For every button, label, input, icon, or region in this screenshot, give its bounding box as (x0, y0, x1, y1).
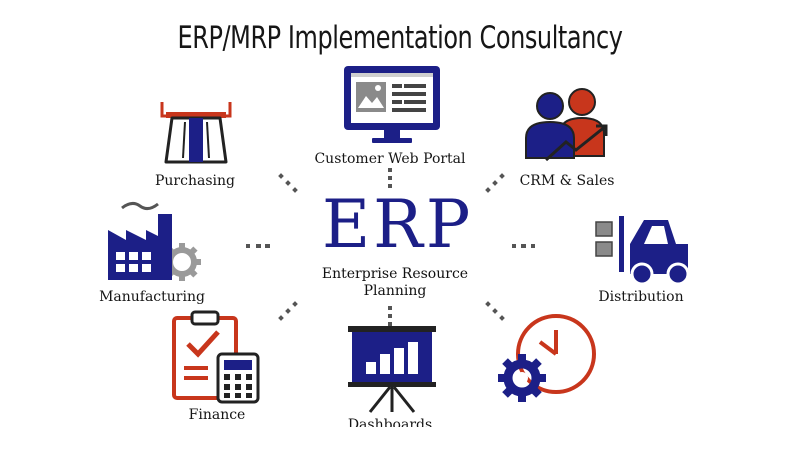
dot (485, 187, 491, 193)
erp-subtitle-line2: Planning (363, 283, 427, 299)
dot (388, 168, 392, 172)
label-crm-sales: CRM & Sales (519, 173, 615, 189)
erp-acronym: ERP (322, 186, 474, 263)
diagram-title: ERP/MRP Implementation Consultancy (177, 20, 623, 56)
label-dashboards: Dashboards (347, 417, 433, 427)
dot (285, 308, 291, 314)
dot (388, 306, 392, 310)
factory-icon (108, 201, 201, 281)
people-icon (525, 88, 608, 162)
dot (492, 180, 498, 186)
label-manufacturing: Manufacturing (99, 289, 205, 305)
dot (278, 173, 284, 179)
monitor-icon (344, 66, 440, 143)
dot (388, 322, 392, 326)
dot (388, 184, 392, 188)
dot (531, 244, 535, 248)
dot (292, 187, 298, 193)
label-customer-portal: Customer Web Portal (314, 151, 466, 167)
dashboard-icon (348, 326, 436, 413)
dot (292, 301, 298, 307)
dot (265, 244, 270, 248)
clock-gear-icon (498, 314, 596, 402)
dot (499, 173, 505, 179)
dot (278, 315, 284, 321)
dot (256, 244, 261, 248)
erp-subtitle-line1: Enterprise Resource (321, 266, 469, 282)
dot (512, 244, 516, 248)
label-distribution: Distribution (598, 289, 684, 305)
dot (388, 176, 392, 180)
dot (285, 180, 291, 186)
forklift-icon (595, 216, 690, 286)
purchasing-icon (160, 102, 232, 164)
dot (485, 301, 491, 307)
label-purchasing: Purchasing (155, 173, 235, 189)
label-finance: Finance (188, 407, 246, 423)
erp-subtitle: Enterprise Resource Planning (300, 266, 490, 300)
dot (388, 314, 392, 318)
dot (246, 244, 250, 248)
dot (499, 315, 505, 321)
dot (521, 244, 526, 248)
dot (492, 308, 498, 314)
finance-icon (172, 310, 260, 404)
